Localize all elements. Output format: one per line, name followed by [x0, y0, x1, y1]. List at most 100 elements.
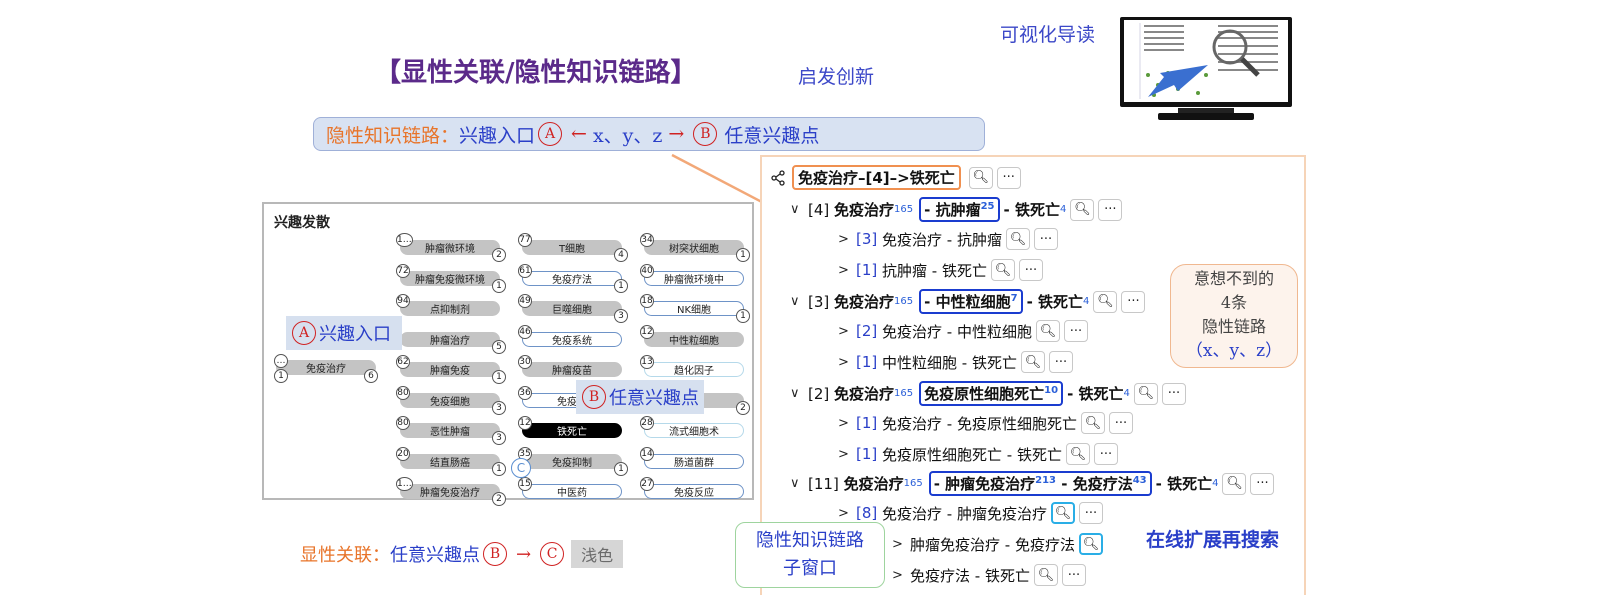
node-label: 铁死亡 — [557, 427, 587, 438]
search-button[interactable]: 🔍︎ — [1070, 198, 1095, 221]
more-icon: ··· — [1002, 170, 1015, 185]
segment-text: 肿瘤免疫治疗 - 免疫疗法 — [910, 535, 1075, 554]
chevron-right-icon[interactable]: > — [838, 323, 849, 339]
graph-node[interactable]: 恶性肿瘤 — [400, 423, 500, 438]
chevron-right-icon[interactable]: > — [838, 231, 849, 247]
search-button[interactable]: 🔍︎ — [1133, 382, 1158, 405]
node-count-badge: 18 — [640, 294, 654, 308]
segment-count: [1] — [856, 261, 878, 279]
node-degree-badge: 1 — [492, 370, 506, 384]
link-segment-row[interactable]: > 肿瘤免疫治疗 - 免疫疗法🔍︎ — [892, 533, 1103, 555]
graph-node[interactable]: 肠道菌群 — [644, 453, 744, 469]
search-button[interactable]: 🔍︎ — [1078, 533, 1103, 555]
graph-node[interactable]: 肿瘤治疗 — [400, 331, 500, 347]
graph-node[interactable]: 铁死亡 — [522, 423, 622, 438]
more-button[interactable]: ··· — [1048, 351, 1073, 373]
chevron-right-icon[interactable]: > — [838, 262, 849, 278]
more-button[interactable]: ··· — [1250, 472, 1275, 495]
graph-node[interactable]: 免疫反应 — [644, 484, 744, 499]
graph-node[interactable]: 中性粒细胞 — [644, 331, 744, 347]
root-node[interactable]: 免疫治疗 — [276, 360, 376, 375]
search-button[interactable]: 🔍︎ — [968, 166, 993, 189]
graph-node[interactable]: T细胞 — [522, 240, 622, 255]
graph-node[interactable]: 免疫抑制 — [522, 453, 622, 469]
link-segment-row[interactable]: > 免疫疗法 - 铁死亡🔍︎··· — [892, 564, 1086, 586]
chevron-right-icon[interactable]: > — [838, 354, 849, 370]
graph-node[interactable]: 肿瘤微环境中 — [644, 270, 744, 286]
graph-node[interactable]: 中医药 — [522, 484, 622, 499]
link-segment-row[interactable]: >[8] 免疫治疗 - 肿瘤免疫治疗🔍︎··· — [838, 502, 1103, 524]
node-degree-badge: 3 — [492, 431, 506, 445]
search-button[interactable]: 🔍︎ — [1050, 502, 1075, 524]
chevron-down-icon[interactable]: ∨ — [790, 386, 800, 401]
chevron-down-icon[interactable]: ∨ — [790, 476, 800, 491]
link-segment-row[interactable]: >[1] 抗肿瘤 - 铁死亡🔍︎··· — [838, 259, 1043, 281]
link-segment-row[interactable]: >[2] 免疫治疗 - 中性粒细胞🔍︎··· — [838, 320, 1088, 342]
more-button[interactable]: ··· — [1098, 198, 1123, 221]
chevron-down-icon[interactable]: ∨ — [790, 202, 800, 217]
node-degree-badge: 1 — [492, 461, 506, 476]
more-button[interactable]: ··· — [1063, 320, 1088, 342]
graph-node[interactable]: 肿瘤免疫治疗 — [400, 484, 500, 499]
circle-c-marker: C — [511, 458, 531, 478]
intermediate-label: - 中性粒细胞 — [924, 293, 1011, 311]
graph-node[interactable]: 肿瘤微环境 — [400, 240, 500, 255]
link-segment-row[interactable]: >[1] 免疫治疗 - 免疫原性细胞死亡🔍︎··· — [838, 412, 1133, 434]
callout-line: 子窗口 — [783, 558, 837, 579]
graph-node[interactable]: 流式细胞术 — [644, 423, 744, 438]
more-button[interactable]: ··· — [1018, 259, 1043, 281]
search-button[interactable]: 🔍︎ — [990, 259, 1015, 281]
more-button[interactable]: ··· — [1093, 443, 1118, 465]
graph-node[interactable]: 免疫细胞 — [400, 392, 500, 408]
search-button[interactable]: 🔍︎ — [1080, 412, 1105, 434]
chevron-right-icon[interactable]: > — [892, 536, 903, 552]
link-segment-row[interactable]: >[1] 中性粒细胞 - 铁死亡🔍︎··· — [838, 351, 1073, 373]
more-button[interactable]: ··· — [1121, 290, 1146, 313]
search-button[interactable]: 🔍︎ — [1035, 320, 1060, 342]
graph-node[interactable]: 巨噬细胞 — [522, 301, 622, 316]
chevron-right-icon[interactable]: > — [838, 446, 849, 462]
link-segment-row[interactable]: >[3] 免疫治疗 - 抗肿瘤🔍︎··· — [838, 228, 1058, 250]
search-button[interactable]: 🔍︎ — [1033, 564, 1058, 586]
chevron-down-icon[interactable]: ∨ — [790, 294, 800, 309]
more-button[interactable]: ··· — [1161, 382, 1186, 405]
graph-node[interactable]: NK细胞 — [644, 301, 744, 316]
node-count-badge: 27 — [640, 477, 654, 491]
graph-node[interactable]: 肿瘤疫苗 — [522, 362, 622, 377]
search-button[interactable]: 🔍︎ — [1065, 443, 1090, 465]
graph-node[interactable]: 肿瘤免疫 — [400, 362, 500, 377]
search-button[interactable]: 🔍︎ — [1005, 228, 1030, 250]
graph-node[interactable]: 树突状细胞 — [644, 240, 744, 255]
more-button[interactable]: ··· — [1078, 502, 1103, 524]
more-button[interactable]: ··· — [1033, 228, 1058, 250]
link-segment-row[interactable]: >[1] 免疫原性细胞死亡 - 铁死亡🔍︎··· — [838, 443, 1118, 465]
more-button[interactable]: ··· — [996, 166, 1021, 189]
search-button[interactable]: 🔍︎ — [1020, 351, 1045, 373]
node-label: 恶性肿瘤 — [430, 427, 470, 438]
graph-node[interactable]: 免疫疗法 — [522, 270, 622, 286]
segment-text: 免疫疗法 - 铁死亡 — [910, 566, 1030, 585]
node-count-badge: 94 — [396, 294, 410, 308]
share-icon[interactable] — [770, 169, 786, 186]
chevron-right-icon[interactable]: > — [892, 567, 903, 583]
node-count-badge: 80 — [396, 385, 410, 400]
graph-node[interactable]: 点抑制剂 — [400, 301, 500, 316]
more-button[interactable]: ··· — [1108, 412, 1133, 434]
chevron-right-icon[interactable]: > — [838, 505, 849, 521]
node-count-badge: 30 — [518, 355, 532, 369]
node-count-badge: 14 — [640, 446, 654, 461]
more-button[interactable]: ··· — [1061, 564, 1086, 586]
node-count-badge: 1… — [396, 233, 413, 247]
graph-node[interactable]: 趋化因子 — [644, 362, 744, 377]
graph-node[interactable]: 免疫系统 — [522, 331, 622, 347]
chevron-right-icon[interactable]: > — [838, 415, 849, 431]
graph-node[interactable]: 肿瘤免疫微环境 — [400, 270, 500, 286]
search-button[interactable]: 🔍︎ — [1222, 472, 1247, 495]
link-count: [2] — [808, 384, 830, 403]
graph-node[interactable]: 结直肠癌 — [400, 453, 500, 469]
search-button[interactable]: 🔍︎ — [1093, 290, 1118, 313]
